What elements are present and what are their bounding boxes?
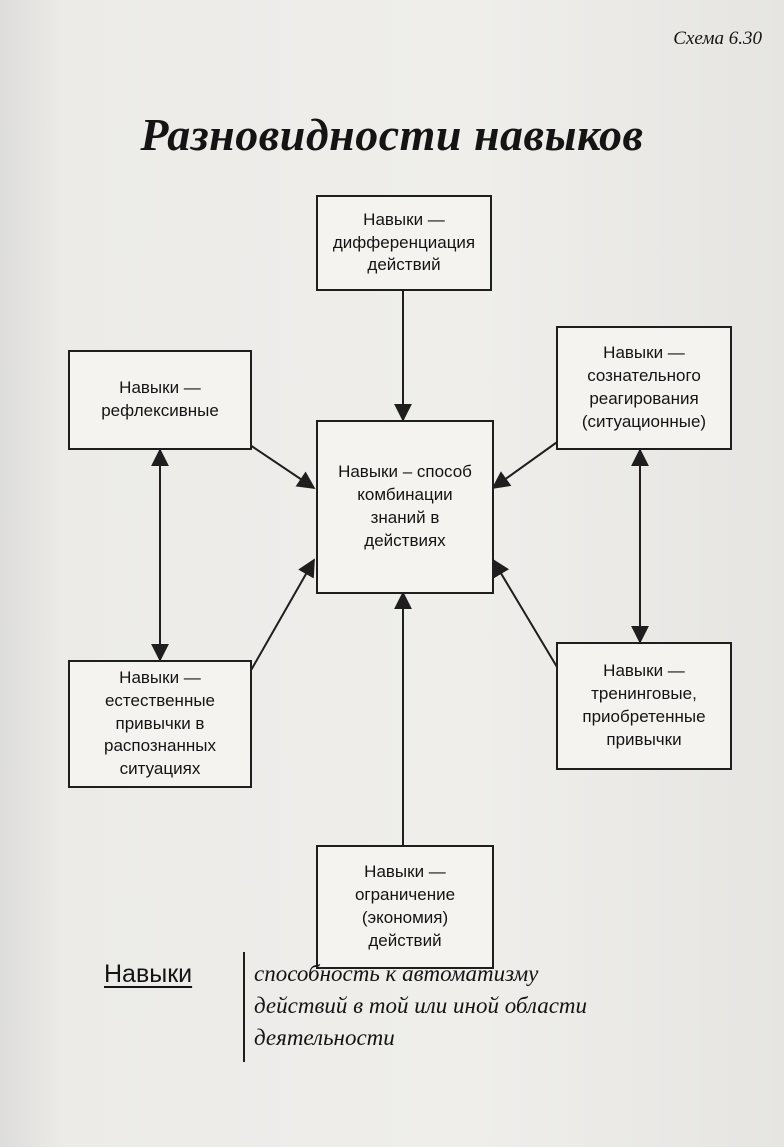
node-natural: Навыки — естественные привычки в распозн… [68, 660, 252, 788]
link-natural-combination [249, 558, 315, 673]
scheme-number: Схема 6.30 [673, 28, 762, 49]
definition-divider [243, 952, 245, 1062]
node-combination: Навыки – способ комбинации знаний в дейс… [316, 420, 494, 594]
link-conscious-combination [491, 439, 561, 490]
link-reflexive-combination [249, 444, 316, 490]
diagram-title: Разновидности навыков [140, 109, 644, 160]
node-conscious: Навыки — сознательного реагирования (сит… [556, 326, 732, 450]
node-reflexive: Навыки — рефлексивные [68, 350, 252, 450]
node-training: Навыки — тренинговые, приобретенные прив… [556, 642, 732, 770]
definition-term: Навыки [104, 960, 193, 988]
link-training-combination [492, 558, 561, 673]
node-differentiation: Навыки — дифференциация действий [316, 195, 492, 291]
definition-text: способность к автоматизму действий в той… [254, 961, 588, 1050]
node-limitation: Навыки — ограничение (экономия) действий [316, 845, 494, 969]
